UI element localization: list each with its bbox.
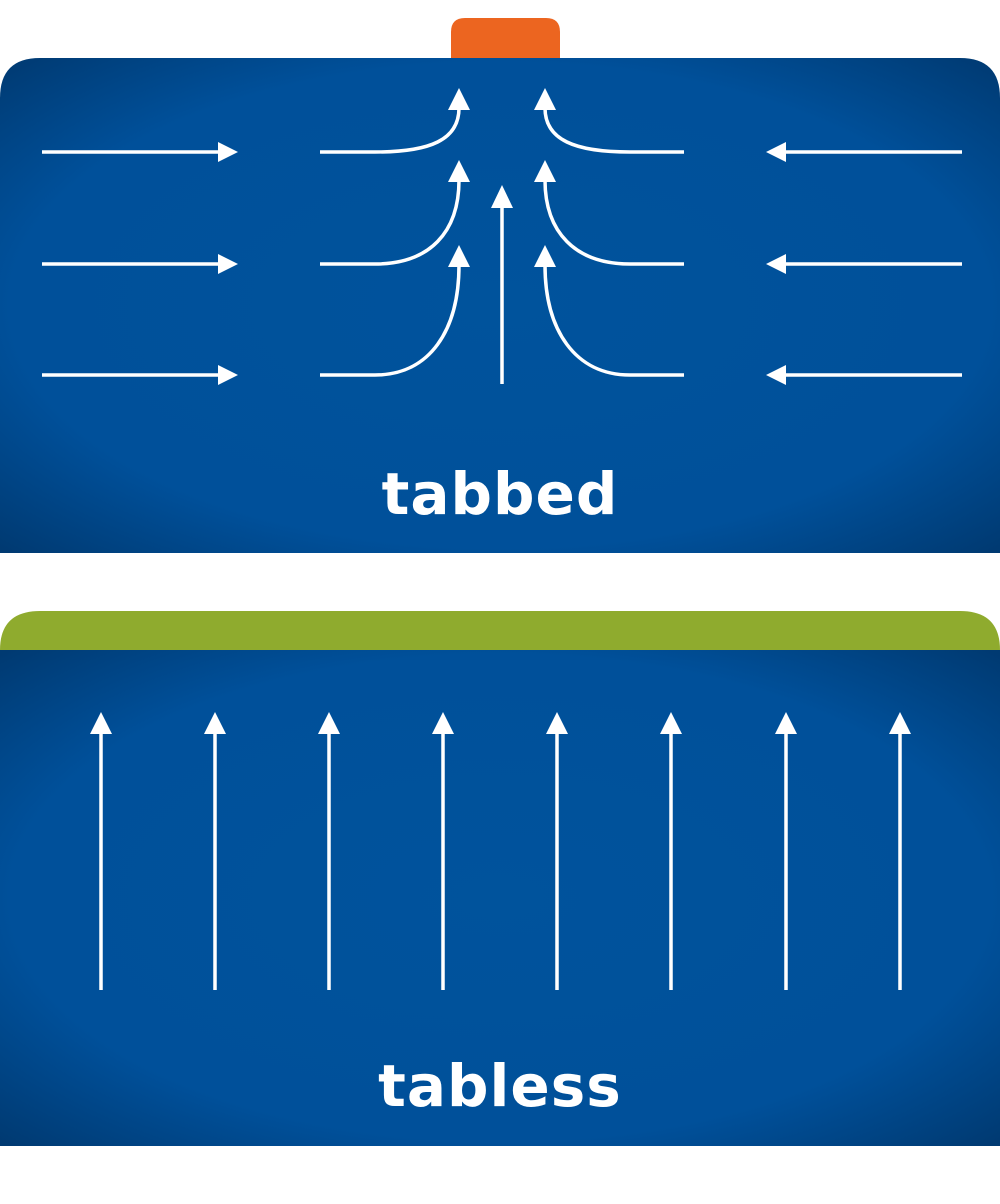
tabless-panel-body — [0, 650, 1000, 1146]
curved-arrowhead-left-3 — [448, 245, 470, 267]
curved-arrowhead-right-2 — [534, 160, 556, 182]
vertical-arrowhead-8 — [889, 712, 911, 734]
tabbed-panel: tabbed — [0, 18, 1000, 553]
vertical-arrowhead-5 — [546, 712, 568, 734]
tabbed-panel-body — [0, 58, 1000, 553]
tabless-flow-arrows — [90, 712, 911, 990]
curved-arrowhead-left-2 — [448, 160, 470, 182]
tabbed-flow-arrows — [42, 88, 962, 385]
curved-arrow-left-2 — [320, 179, 461, 266]
tabbed-label: tabbed — [382, 460, 619, 528]
vertical-arrowhead-1 — [90, 712, 112, 734]
arrowhead-left-2 — [766, 254, 786, 274]
arrowhead-right-2 — [218, 254, 238, 274]
curved-arrowhead-left-1 — [448, 88, 470, 110]
curved-arrowhead-right-1 — [534, 88, 556, 110]
center-arrowhead — [491, 185, 513, 208]
vertical-arrowhead-2 — [204, 712, 226, 734]
curved-arrow-right-2 — [543, 179, 684, 266]
tabless-label: tabless — [378, 1052, 622, 1120]
vertical-arrowhead-6 — [660, 712, 682, 734]
vertical-arrowhead-3 — [318, 712, 340, 734]
curved-arrow-right-1 — [543, 107, 684, 154]
arrowhead-left-1 — [766, 142, 786, 162]
arrowhead-right-3 — [218, 365, 238, 385]
arrowhead-right-1 — [218, 142, 238, 162]
orange-tab — [451, 18, 560, 58]
tabless-panel: tabless — [0, 611, 1000, 1146]
arrowhead-left-3 — [766, 365, 786, 385]
vertical-arrowhead-4 — [432, 712, 454, 734]
vertical-arrowhead-7 — [775, 712, 797, 734]
curved-arrowhead-right-3 — [534, 245, 556, 267]
curved-arrow-left-1 — [320, 107, 461, 154]
curved-arrow-right-3 — [543, 264, 684, 377]
green-strip — [0, 611, 1000, 650]
curved-arrow-left-3 — [320, 264, 461, 377]
